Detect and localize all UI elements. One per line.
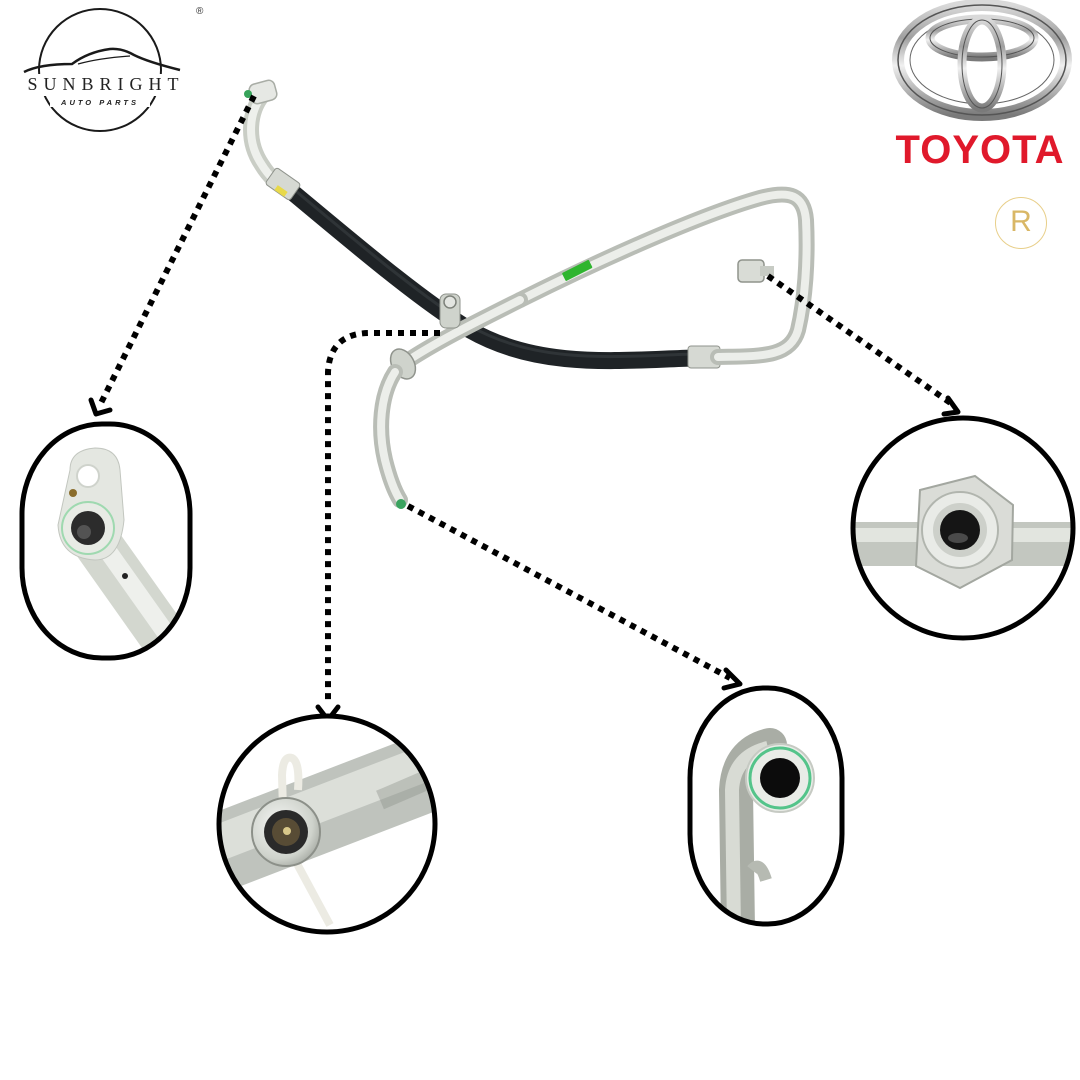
callout-frame xyxy=(850,415,1076,641)
connector-to-oring-callout xyxy=(406,503,732,681)
callout-tee-port xyxy=(850,415,1076,641)
connector-to-flange-callout xyxy=(97,94,257,407)
callout-frame xyxy=(687,685,845,927)
connector-lines xyxy=(97,94,954,700)
callout-service-port xyxy=(216,713,438,935)
brand-tagline: AUTO PARTS xyxy=(50,98,150,107)
arrow-head-icon xyxy=(941,395,961,417)
arrow-head-icon xyxy=(88,397,113,417)
connector-to-service-port-callout xyxy=(325,330,440,700)
toyota-logo: TOYOTA R xyxy=(880,0,1080,250)
logo-name-backdrop xyxy=(6,74,202,96)
registered-mark: ® xyxy=(196,6,204,17)
callout-oring-end xyxy=(687,685,845,927)
toyota-wordmark: TOYOTA xyxy=(895,128,1065,172)
callout-flange-fitting xyxy=(19,421,193,661)
logo-ring xyxy=(38,8,162,132)
brand-name: SUNBRIGHT xyxy=(27,74,185,94)
sunbright-logo: SUNBRIGHT AUTO PARTS ® xyxy=(0,0,215,150)
arrow-head-icon xyxy=(721,667,743,691)
callout-frame xyxy=(19,421,193,661)
callout-frame xyxy=(216,713,438,935)
arrowheads xyxy=(88,395,961,723)
registered-mark-icon: R xyxy=(995,197,1047,249)
connector-to-tee-callout xyxy=(766,273,954,407)
toyota-emblem-icon xyxy=(892,0,1072,121)
